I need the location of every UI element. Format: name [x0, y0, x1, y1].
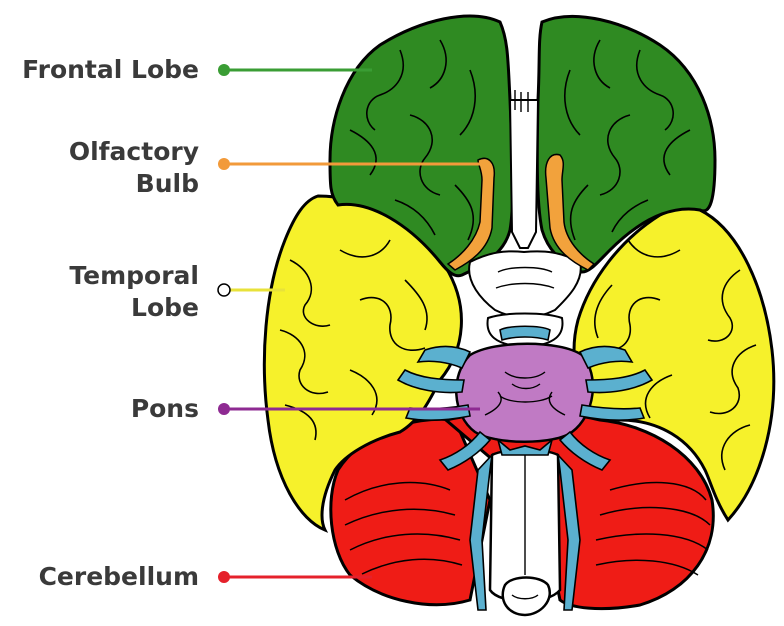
- dot-cerebellum: [218, 571, 230, 583]
- pons: [456, 344, 593, 442]
- label-cerebellum: Cerebellum: [39, 561, 199, 593]
- dot-temporal-lobe: [218, 284, 230, 296]
- leader-dots: [218, 64, 230, 583]
- label-olfactory-bulb: Olfactory Bulb: [69, 136, 199, 200]
- label-pons: Pons: [131, 393, 199, 425]
- dot-olfactory-bulb: [218, 158, 230, 170]
- label-frontal-lobe: Frontal Lobe: [22, 54, 199, 86]
- dot-pons: [218, 403, 230, 415]
- label-temporal-lobe: Temporal Lobe: [69, 260, 199, 324]
- dot-frontal-lobe: [218, 64, 230, 76]
